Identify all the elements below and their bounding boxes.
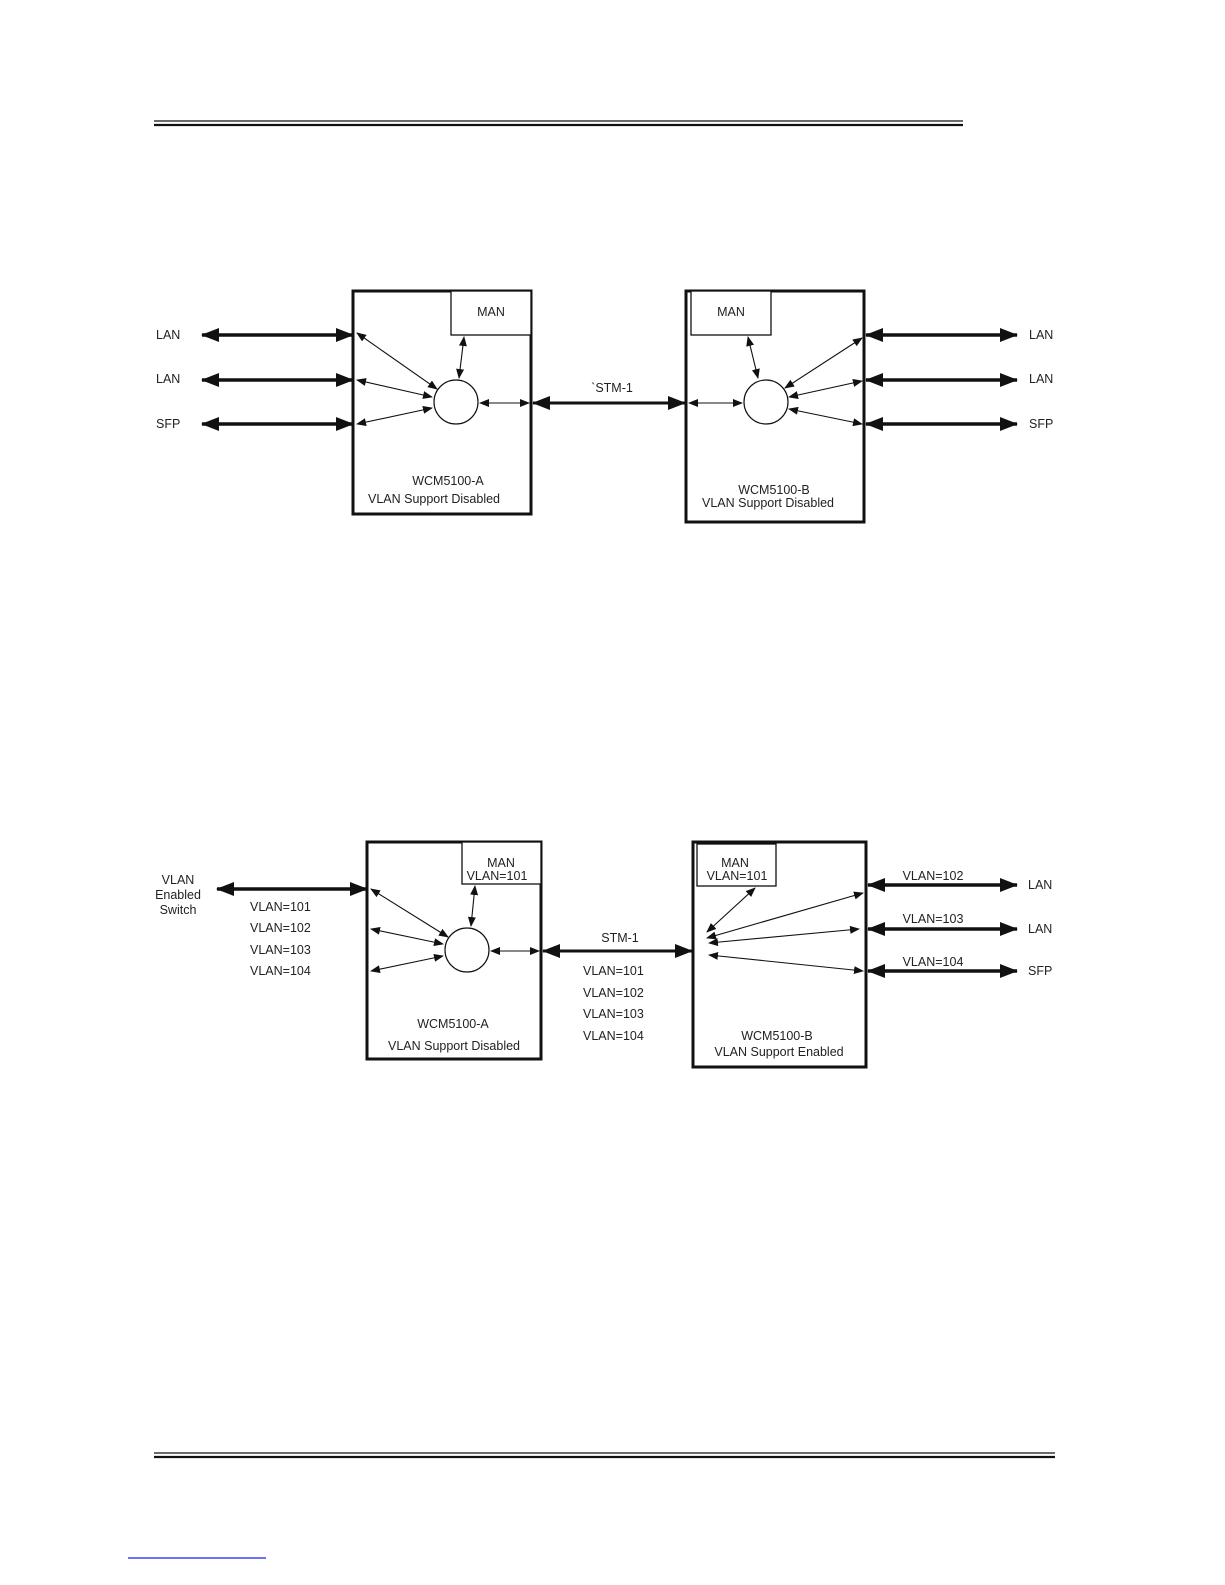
right-port-label: LAN <box>1029 328 1053 342</box>
left-port-label: LAN <box>156 372 180 386</box>
device-status: VLAN Support Disabled <box>368 492 500 506</box>
link-vlan: VLAN=101 <box>583 964 644 978</box>
device-b-box <box>691 840 868 1069</box>
man-label: MAN <box>721 856 749 870</box>
right-port-label: SFP <box>1028 964 1052 978</box>
switch-node <box>444 927 490 973</box>
man-vlan: VLAN=101 <box>467 869 528 883</box>
header-rule <box>154 120 963 127</box>
link-label: `STM-1 <box>591 381 633 395</box>
device-a-box <box>351 289 533 516</box>
switch-label: VLAN <box>162 873 195 887</box>
trunk-vlan: VLAN=104 <box>250 964 311 978</box>
man-box <box>450 290 532 336</box>
man-box <box>696 843 777 887</box>
port-vlan: VLAN=102 <box>903 869 964 883</box>
footer-rule <box>154 1452 1055 1459</box>
right-port-label: LAN <box>1029 372 1053 386</box>
device-name: WCM5100-B <box>741 1029 813 1043</box>
switch-node <box>433 379 479 425</box>
device-status: VLAN Support Enabled <box>714 1045 843 1059</box>
link-vlan: VLAN=104 <box>583 1029 644 1043</box>
man-vlan: VLAN=101 <box>707 869 768 883</box>
device-name: WCM5100-A <box>412 474 484 488</box>
link-label: STM-1 <box>601 931 639 945</box>
switch-node <box>743 379 789 425</box>
right-port-label: LAN <box>1028 922 1052 936</box>
switch-label: Switch <box>160 903 197 917</box>
man-box <box>461 841 542 885</box>
link-vlan: VLAN=102 <box>583 986 644 1000</box>
man-label: MAN <box>717 305 745 319</box>
right-port-label: SFP <box>1029 417 1053 431</box>
diagram-vlan-enabled: VLAN Enabled Switch VLAN=101 VLAN=102 VL… <box>155 840 1052 1069</box>
port-vlan: VLAN=104 <box>903 955 964 969</box>
device-status: VLAN Support Disabled <box>388 1039 520 1053</box>
link-vlan: VLAN=103 <box>583 1007 644 1021</box>
device-name: WCM5100-A <box>417 1017 489 1031</box>
port-vlan: VLAN=103 <box>903 912 964 926</box>
trunk-vlan: VLAN=103 <box>250 943 311 957</box>
device-name: WCM5100-B <box>738 483 810 497</box>
diagram-vlan-disabled: LAN LAN SFP MAN WCM5100-A VLAN Support D… <box>156 289 1053 524</box>
man-box <box>690 290 772 336</box>
device-a-box <box>365 840 543 1061</box>
switch-label: Enabled <box>155 888 201 902</box>
trunk-vlan: VLAN=101 <box>250 900 311 914</box>
device-status: VLAN Support Disabled <box>702 496 834 510</box>
trunk-vlan: VLAN=102 <box>250 921 311 935</box>
man-label: MAN <box>487 856 515 870</box>
man-label: MAN <box>477 305 505 319</box>
left-port-label: LAN <box>156 328 180 342</box>
device-b-box <box>684 289 866 524</box>
left-port-label: SFP <box>156 417 180 431</box>
right-port-label: LAN <box>1028 878 1052 892</box>
